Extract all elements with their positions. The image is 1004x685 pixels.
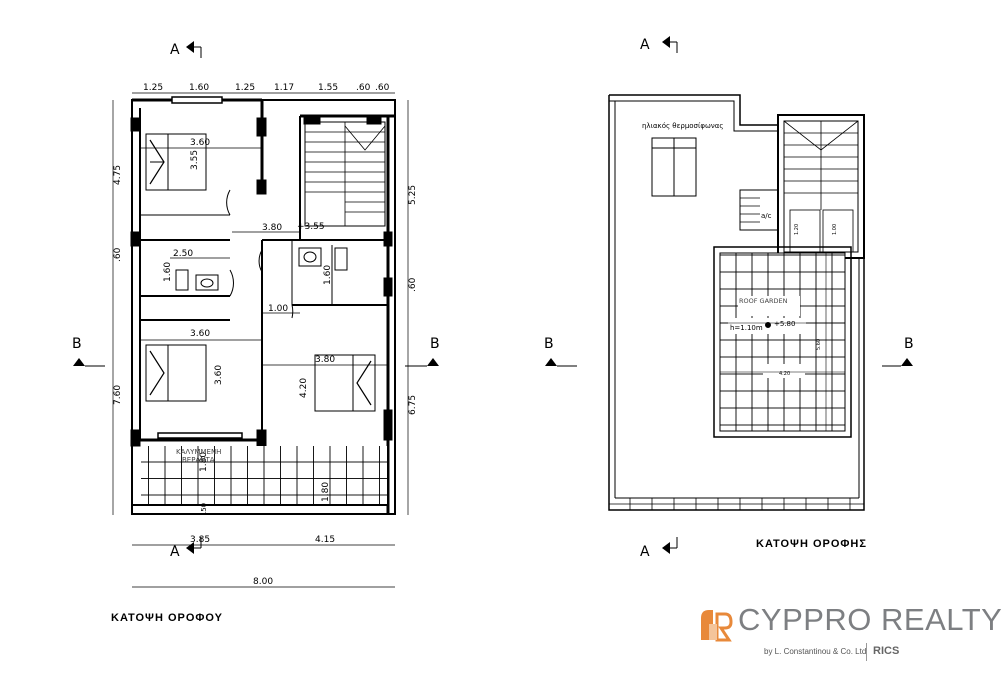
logo-mark-icon <box>701 610 733 642</box>
left-dim-2: .60 <box>113 247 123 262</box>
hall-dim: 3.80 <box>262 223 282 233</box>
left-dim-3: 7.60 <box>113 385 123 405</box>
ac-label: a/c <box>761 212 772 220</box>
top-dim-4: 1.17 <box>274 83 294 93</box>
section-a-bottom: A <box>170 544 180 560</box>
section-b-left: B <box>72 336 82 352</box>
bed3-height: 4.20 <box>299 378 309 398</box>
roof-level: +5.80 <box>774 320 795 328</box>
bed3-width: 3.80 <box>315 355 335 365</box>
veranda-label-1: ΚΑΛΥΜΜΕΝΗ <box>176 448 221 456</box>
top-dim-3: 1.25 <box>235 83 255 93</box>
solar-heater-label: ηλιακός θερμοσίφωνας <box>642 122 723 130</box>
section-b-right: B <box>430 336 440 352</box>
roof-garden-label: ROOF GARDEN <box>739 297 788 305</box>
roof-section-a-top: A <box>640 37 650 53</box>
roof-plan <box>545 36 913 554</box>
wc-height: 1.60 <box>323 265 333 285</box>
bed1-width: 3.60 <box>190 138 210 148</box>
top-dim-6: .60 <box>356 83 371 93</box>
top-dim-2: 1.60 <box>189 83 209 93</box>
roof-dim-3: 5.60 <box>816 339 822 350</box>
floor-plan-title: ΚΑΤΟΨΗ ΟΡΟΦΟΥ <box>111 612 224 624</box>
top-dim-5: 1.55 <box>318 83 338 93</box>
parapet-height: h=1.10m <box>730 324 763 332</box>
roof-dim-1: 1.20 <box>794 224 800 235</box>
roof-dim-4: 4.20 <box>779 371 790 377</box>
right-dim-2: .60 <box>408 277 418 292</box>
bed2-height: 3.60 <box>214 365 224 385</box>
top-dim-7: .60 <box>375 83 390 93</box>
roof-plan-title: ΚΑΤΟΨΗ ΟΡΟΦΗΣ <box>756 538 867 550</box>
bottom-dim-1: 3.85 <box>190 535 210 545</box>
bath-height: 1.60 <box>163 262 173 282</box>
logo-divider <box>866 643 867 661</box>
logo-brand-text: CYPPRO REALTY <box>738 602 1003 637</box>
right-dim-1: 5.25 <box>408 185 418 205</box>
bed2-width: 3.60 <box>190 329 210 339</box>
company-logo: CYPPRO REALTY by L. Constantinou & Co. L… <box>695 602 1002 670</box>
veranda-height-2: 1.80 <box>321 482 331 502</box>
roof-section-a-bottom: A <box>640 544 650 560</box>
logo-subtitle: by L. Constantinou & Co. Ltd <box>764 647 867 656</box>
corridor-dim: 1.00 <box>268 304 288 314</box>
right-dim-3: 6.75 <box>408 395 418 415</box>
veranda-sill: .50 <box>200 503 208 514</box>
floor-plan <box>73 41 439 588</box>
roof-dim-2: 1.00 <box>832 224 838 235</box>
roof-section-b-right: B <box>904 336 914 352</box>
bath-width: 2.50 <box>173 249 193 259</box>
top-dim-1: 1.25 <box>143 83 163 93</box>
bed1-height: 3.55 <box>190 150 200 170</box>
left-dim-1: 4.75 <box>113 165 123 185</box>
veranda-label-2: ΒΕΡΑΝΤΑ <box>182 456 215 464</box>
roof-section-b-left: B <box>544 336 554 352</box>
bottom-dim-2: 4.15 <box>315 535 335 545</box>
section-a-top: A <box>170 42 180 58</box>
floor-level: +3.55 <box>297 222 325 232</box>
total-width-dim: 8.00 <box>253 577 273 587</box>
veranda-height-1: 1.80 <box>199 452 209 472</box>
logo-partner: RICS <box>873 645 900 657</box>
